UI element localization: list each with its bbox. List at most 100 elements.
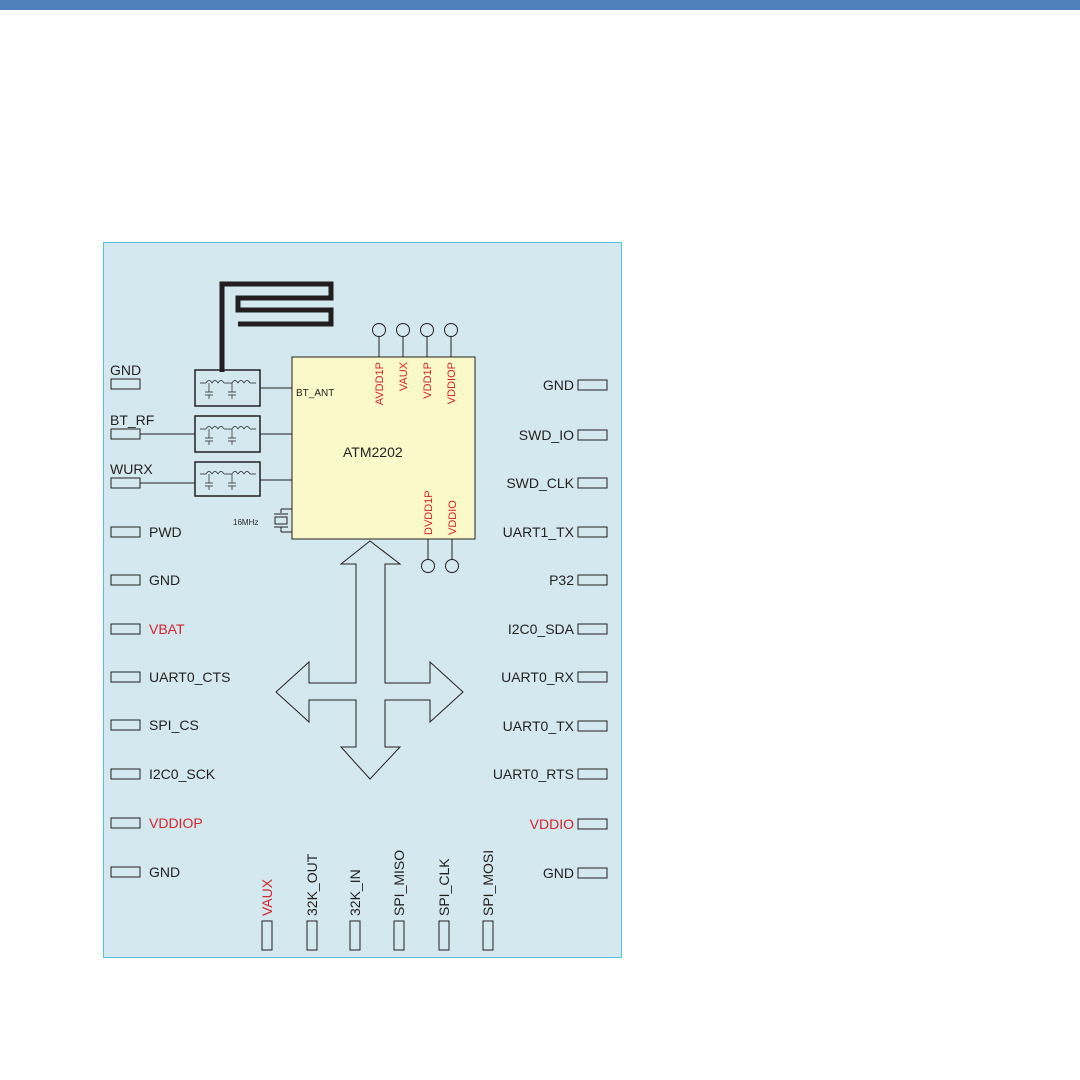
left-pin: I2C0_SCK bbox=[110, 766, 216, 782]
right-pin-label: P32 bbox=[549, 572, 574, 588]
crystal-label: 16MHz bbox=[233, 518, 258, 527]
bottom-pin-label: VAUX bbox=[259, 878, 275, 916]
right-pin: GND bbox=[543, 377, 608, 393]
left-pin-label: PWD bbox=[149, 524, 182, 540]
left-pin: WURX bbox=[110, 461, 153, 489]
bottom-pin: SPI_MOSI bbox=[480, 850, 496, 951]
left-pin: GND bbox=[110, 864, 180, 880]
bt-ant-label: BT_ANT bbox=[296, 388, 334, 399]
chip-top-pin: AVDD1P bbox=[372, 323, 386, 405]
pin-pad bbox=[577, 379, 608, 391]
right-pin: GND bbox=[543, 865, 608, 881]
pin-pad bbox=[110, 428, 141, 440]
bottom-pin: SPI_MISO bbox=[391, 850, 407, 951]
pin-pad bbox=[110, 623, 141, 635]
bottom-pin: 32K_OUT bbox=[304, 853, 320, 951]
bottom-pin: VAUX bbox=[259, 878, 275, 951]
pin-pad bbox=[577, 671, 608, 683]
top-accent-bar bbox=[0, 0, 1080, 10]
rf-filter bbox=[194, 369, 261, 407]
left-pin: PWD bbox=[110, 524, 182, 540]
crystal-symbol bbox=[274, 508, 292, 533]
left-pin: UART0_CTS bbox=[110, 669, 230, 685]
left-pin: VBAT bbox=[110, 621, 185, 637]
pin-pad bbox=[110, 526, 141, 538]
pin-pad bbox=[110, 477, 141, 489]
chip-top-pin: VDD1P bbox=[420, 323, 434, 399]
chip-name: ATM2202 bbox=[343, 444, 403, 460]
right-pin: SWD_IO bbox=[519, 427, 608, 443]
bottom-pin-label: SPI_CLK bbox=[436, 858, 452, 916]
chip-top-pin-label: VDD1P bbox=[422, 362, 434, 399]
right-pin-label: UART0_TX bbox=[503, 718, 575, 734]
right-pin-label: I2C0_SDA bbox=[508, 621, 575, 637]
chip-top-pin-label: VAUX bbox=[398, 361, 410, 391]
rf-filter bbox=[194, 461, 261, 497]
chip-bottom-pin: VDDIO bbox=[445, 500, 459, 573]
left-pin-label: GND bbox=[149, 572, 180, 588]
right-pin: I2C0_SDA bbox=[508, 621, 608, 637]
pin-pad bbox=[110, 817, 141, 829]
left-pin-label: BT_RF bbox=[110, 412, 154, 428]
right-pin: UART0_RTS bbox=[493, 766, 608, 782]
right-pin: UART0_TX bbox=[503, 718, 608, 734]
antenna-trace bbox=[219, 281, 334, 372]
chip-bottom-pin-label: VDDIO bbox=[447, 500, 459, 535]
chip-top-pin-label: AVDD1P bbox=[374, 362, 386, 405]
pin-pad bbox=[438, 920, 450, 951]
rf-filter bbox=[194, 415, 261, 453]
right-pin-label: SWD_CLK bbox=[506, 475, 574, 491]
chip-top-pin-label: VDDIOP bbox=[446, 362, 458, 404]
pin-pad bbox=[261, 920, 273, 951]
right-pin: UART0_RX bbox=[501, 669, 608, 685]
chip-top-pin: VAUX bbox=[396, 323, 410, 391]
pin-pad bbox=[577, 867, 608, 879]
chip-body bbox=[291, 356, 476, 540]
right-pin-label: UART0_RX bbox=[501, 669, 575, 685]
bus-arrow bbox=[275, 540, 464, 780]
left-pin-label: VBAT bbox=[149, 621, 185, 637]
left-pin: GND bbox=[110, 362, 141, 390]
right-pin-label: GND bbox=[543, 377, 574, 393]
right-pin: SWD_CLK bbox=[506, 475, 608, 491]
left-pin-label: GND bbox=[110, 362, 141, 378]
pin-pad bbox=[577, 623, 608, 635]
left-pin-label: SPI_CS bbox=[149, 717, 199, 733]
right-pin-label: GND bbox=[543, 865, 574, 881]
pin-pad bbox=[577, 818, 608, 830]
pin-pad bbox=[482, 920, 494, 951]
right-pin: P32 bbox=[549, 572, 608, 588]
right-pin-label: UART1_TX bbox=[503, 524, 575, 540]
pin-pad bbox=[577, 768, 608, 780]
bottom-pin-label: SPI_MISO bbox=[391, 850, 407, 916]
pin-pad bbox=[393, 920, 405, 951]
left-pin-label: GND bbox=[149, 864, 180, 880]
right-pin-label: SWD_IO bbox=[519, 427, 574, 443]
right-pin: VDDIO bbox=[530, 816, 608, 832]
left-pin-label: I2C0_SCK bbox=[149, 766, 216, 782]
pin-pad bbox=[577, 429, 608, 441]
rf-wires bbox=[140, 387, 292, 484]
left-pin-label: VDDIOP bbox=[149, 815, 203, 831]
left-pin-label: UART0_CTS bbox=[149, 669, 230, 685]
pin-pad bbox=[577, 477, 608, 489]
pin-pad bbox=[577, 574, 608, 586]
bottom-pin: SPI_CLK bbox=[436, 858, 452, 951]
pin-pad bbox=[110, 768, 141, 780]
pin-pad bbox=[110, 574, 141, 586]
pin-pad bbox=[306, 920, 318, 951]
pin-pad bbox=[577, 526, 608, 538]
pin-pad bbox=[110, 866, 141, 878]
left-pin-label: WURX bbox=[110, 461, 153, 477]
pin-pad bbox=[110, 719, 141, 731]
chip-bottom-pin: DVDD1P bbox=[421, 490, 435, 573]
pin-pad bbox=[349, 920, 361, 951]
pin-pad bbox=[110, 671, 141, 683]
left-pin: GND bbox=[110, 572, 180, 588]
right-pin-label: VDDIO bbox=[530, 816, 574, 832]
right-pin-label: UART0_RTS bbox=[493, 766, 574, 782]
pin-pad bbox=[577, 720, 608, 732]
bottom-pin-label: 32K_OUT bbox=[304, 853, 320, 916]
left-pin: BT_RF bbox=[110, 412, 154, 440]
